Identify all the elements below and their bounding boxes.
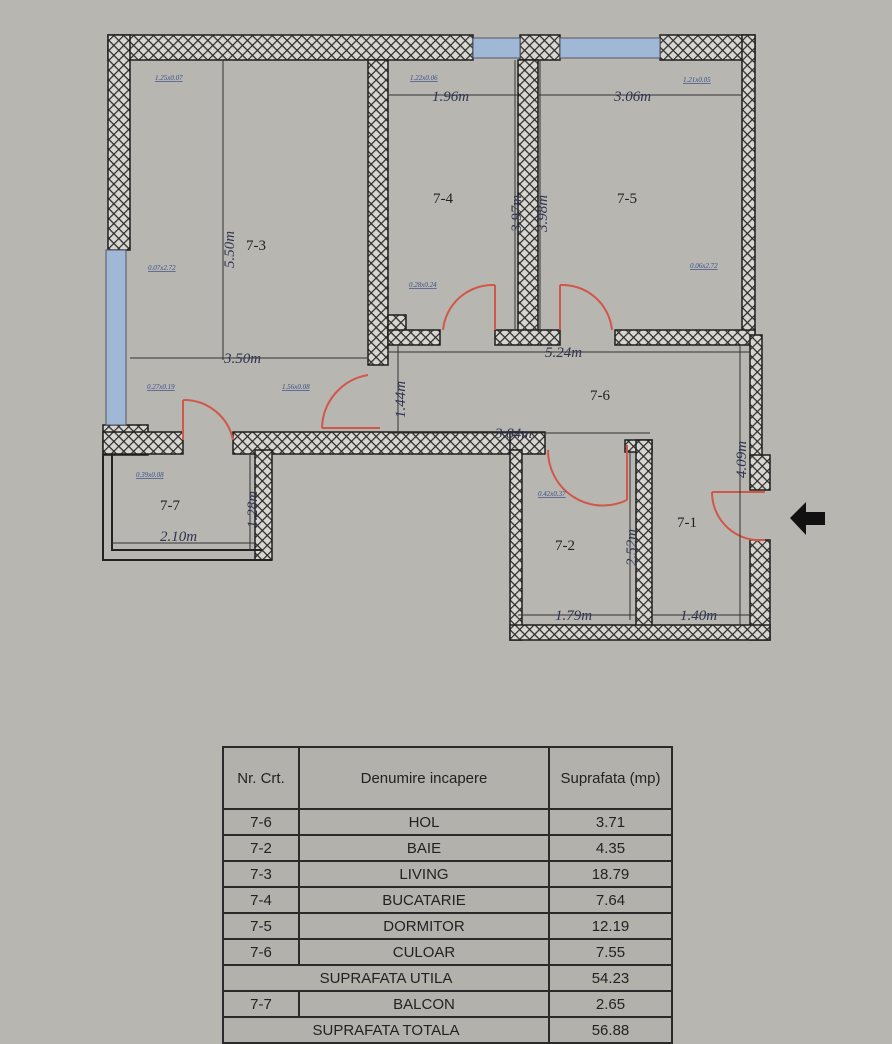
floor-plan: 7-3 7-4 7-5 7-6 7-7 7-2 7-1 5.50m 1.96m …: [102, 34, 825, 641]
svg-text:0.06x2.72: 0.06x2.72: [690, 262, 718, 270]
svg-text:3.84m: 3.84m: [494, 426, 532, 442]
svg-text:5.50m: 5.50m: [222, 231, 238, 268]
svg-text:0.39x0.08: 0.39x0.08: [136, 471, 164, 479]
svg-text:1.56x0.08: 1.56x0.08: [282, 383, 310, 391]
svg-text:0.42x0.37: 0.42x0.37: [538, 490, 566, 498]
arrow-left-icon: [790, 502, 825, 535]
room-7-6: 7-6: [590, 388, 610, 404]
room-labels: 7-3 7-4 7-5 7-6 7-7 7-2 7-1: [160, 191, 697, 554]
svg-text:5.24m: 5.24m: [545, 345, 582, 361]
windows: [105, 37, 661, 426]
svg-text:0.28x0.24: 0.28x0.24: [409, 281, 437, 289]
room-7-3: 7-3: [246, 238, 266, 254]
svg-text:2.10m: 2.10m: [160, 529, 197, 545]
svg-text:3.06m: 3.06m: [613, 89, 651, 105]
svg-text:4.09m: 4.09m: [734, 441, 750, 478]
walls: [102, 34, 771, 641]
svg-text:1.25x0.07: 1.25x0.07: [155, 74, 183, 82]
dimension-labels: 5.50m 1.96m 3.06m 3.97m 3.98m 3.50m 5.24…: [160, 89, 750, 624]
svg-text:1.44m: 1.44m: [393, 381, 409, 418]
doors: [182, 283, 766, 542]
svg-text:1.96m: 1.96m: [432, 89, 469, 105]
room-7-1: 7-1: [677, 515, 697, 531]
balcony-outline: [102, 455, 272, 561]
svg-text:1.28m: 1.28m: [245, 491, 261, 528]
svg-text:3.98m: 3.98m: [535, 195, 551, 233]
area-table: Nr. Crt. Denumire incapere Suprafata (mp…: [222, 746, 673, 1044]
room-7-2: 7-2: [555, 538, 575, 554]
room-7-7: 7-7: [160, 498, 180, 514]
svg-text:0.07x2.72: 0.07x2.72: [148, 264, 176, 272]
svg-text:2.52m: 2.52m: [624, 529, 640, 566]
dimension-lines: [112, 60, 750, 625]
svg-text:1.21x0.05: 1.21x0.05: [683, 76, 711, 84]
svg-text:1.79m: 1.79m: [555, 608, 592, 624]
svg-text:3.50m: 3.50m: [223, 351, 261, 367]
wall-notes: 1.25x0.07 1.22x0.06 1.21x0.05 0.07x2.72 …: [136, 74, 718, 498]
room-7-4: 7-4: [433, 191, 453, 207]
room-7-5: 7-5: [617, 191, 637, 207]
svg-text:0.27x0.19: 0.27x0.19: [147, 383, 175, 391]
svg-text:3.97m: 3.97m: [509, 195, 525, 233]
svg-text:1.22x0.06: 1.22x0.06: [410, 74, 438, 82]
table-header: Nr. Crt. Denumire incapere Suprafata (mp…: [222, 746, 673, 810]
svg-text:1.40m: 1.40m: [680, 608, 717, 624]
